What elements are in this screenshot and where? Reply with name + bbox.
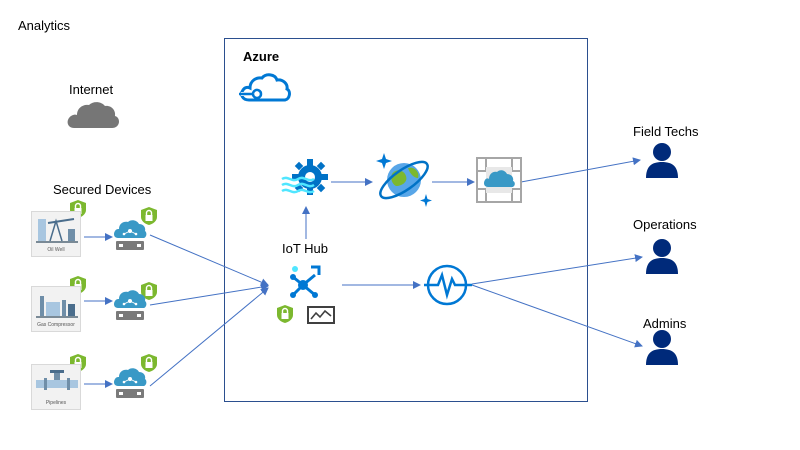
cosmos-db-icon — [374, 150, 436, 210]
internet-label: Internet — [69, 82, 114, 97]
gateway-icon — [113, 366, 147, 400]
iot-hub-label: IoT Hub — [282, 241, 329, 256]
arrow-gateway3-to-hub — [149, 287, 269, 387]
pipelines-icon — [36, 370, 78, 390]
time-series-insights-icon — [424, 262, 472, 308]
web-app-icon — [476, 157, 522, 203]
admins-label: Admins — [643, 316, 687, 331]
azure-label: Azure — [243, 49, 280, 64]
lock-icon — [141, 207, 157, 225]
lock-icon — [141, 354, 157, 372]
oil-well-device: Oil Well — [31, 211, 81, 257]
arrow-gateway2-to-hub — [149, 283, 269, 306]
stream-analytics-icon — [280, 157, 332, 203]
lock-icon — [277, 305, 293, 323]
monitor-chart-icon — [307, 306, 335, 324]
internet-cloud-icon — [66, 100, 120, 130]
iot-hub-icon — [285, 263, 325, 303]
arrow-insights-to-operations — [471, 254, 643, 285]
gateway-icon — [113, 218, 147, 252]
device-caption-gas-compressor: Gas Compressor — [37, 322, 75, 328]
gas-compressor-device: Gas Compressor — [31, 286, 81, 332]
device-caption-oil-well: Oil Well — [47, 247, 65, 253]
gas-compressor-icon — [36, 296, 78, 318]
pipelines-device: Pipelines — [31, 364, 81, 410]
azure-boundary — [224, 38, 588, 402]
arrow-webapp-to-field-techs — [520, 157, 641, 183]
page-title: Analytics — [18, 18, 71, 33]
arrow-insights-to-admins — [471, 284, 643, 348]
device-caption-pipelines: Pipelines — [45, 400, 67, 406]
operations-label: Operations — [633, 217, 697, 232]
oil-well-icon — [36, 218, 78, 243]
lock-icon — [141, 282, 157, 300]
azure-cloud-icon — [239, 72, 291, 104]
gateway-icon — [113, 288, 147, 322]
secured-devices-heading: Secured Devices — [53, 182, 152, 197]
person-icon — [645, 142, 679, 178]
arrow-gateway1-to-hub — [149, 234, 269, 286]
field-techs-label: Field Techs — [633, 124, 699, 139]
person-icon — [645, 238, 679, 274]
person-icon — [645, 329, 679, 365]
